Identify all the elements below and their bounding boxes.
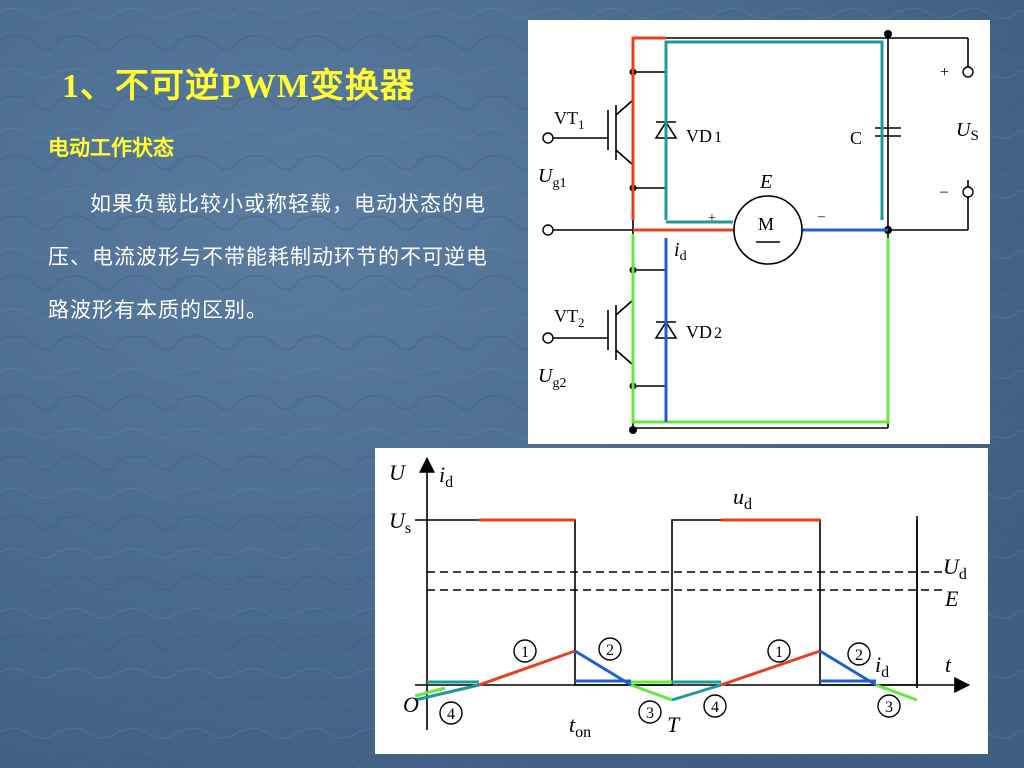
ug2-label: Ug2 [538,365,566,391]
e-level-label: E [944,586,959,611]
marker-3: 3 [646,705,654,722]
marker-1b: 1 [775,644,783,661]
svg-text:Ug2: Ug2 [538,365,566,391]
capacitor-label: C [850,128,862,148]
svg-text:id: id [439,462,453,491]
ug1-label: Ug1 [538,165,566,191]
svg-text:id: id [674,239,687,264]
y-axis-id-label: id [439,462,453,491]
motor-label: M [758,214,774,234]
y-axis-u-label: U [389,460,407,485]
svg-text:VT1: VT1 [554,108,585,132]
origin-label: O [403,692,419,717]
vt1-label: VT1 [554,108,585,132]
marker-2: 2 [606,642,614,659]
svg-text:VT2: VT2 [554,306,585,330]
svg-text:VD2: VD2 [686,322,722,342]
marker-4b: 4 [711,699,719,716]
source-label: US [956,119,979,144]
source-minus: – [939,183,949,200]
ud-wave-label: ud [733,484,752,513]
slide-body: 如果负载比较小或称轻载，电动状态的电压、电流波形与不带能耗制动环节的不可逆电路波… [48,178,503,337]
ud-pulse-wave [415,519,918,686]
body-paragraph: 如果负载比较小或称轻载，电动状态的电压、电流波形与不带能耗制动环节的不可逆电路波… [48,192,488,322]
marker-4: 4 [447,706,455,723]
vt2-label: VT2 [554,306,585,330]
svg-text:id: id [875,652,889,681]
us-label: Us [389,508,411,537]
ton-label: ton [569,712,591,741]
period-label: T [667,712,681,737]
svg-text:ton: ton [569,712,591,741]
motor-plus: + [708,211,716,226]
svg-text:VD1: VD1 [686,126,722,146]
id-curve-label: id [875,652,889,681]
emf-label: E [759,171,772,193]
svg-text:Ud: Ud [943,554,967,583]
id-current-curve [414,649,918,702]
svg-text:US: US [956,119,979,144]
waveform-diagram: U id Us ud Ud E t O ton T id 1 2 3 4 1 2… [375,448,988,754]
svg-text:Ug1: Ug1 [538,165,566,191]
waveform-svg: U id Us ud Ud E t O ton T id 1 2 3 4 1 2… [389,456,971,741]
current-label: id [674,239,687,264]
x-axis-label: t [945,652,952,677]
marker-1: 1 [521,644,529,661]
svg-text:Us: Us [389,508,411,537]
slide-title: 1、不可逆PWM变换器 [62,68,415,105]
ud-avg-label: Ud [943,554,967,583]
source-plus: + [940,64,949,81]
slide-subtitle: 电动工作状态 [48,136,174,160]
svg-text:ud: ud [733,484,752,513]
marker-2b: 2 [855,647,863,664]
motor-minus: – [817,209,826,224]
marker-3b: 3 [885,699,893,716]
